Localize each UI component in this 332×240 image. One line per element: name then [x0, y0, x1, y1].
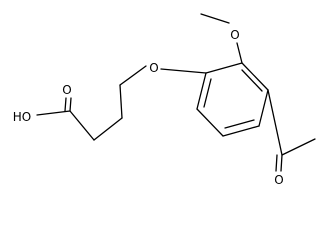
ether-chain-bond	[119, 65, 147, 86]
chain-bond	[93, 117, 123, 141]
ketone-oxygen-label: O	[274, 173, 283, 187]
chain-bond	[119, 84, 123, 119]
ring-bond	[196, 108, 224, 137]
ring-double-bond	[224, 119, 255, 129]
ether-oxygen-label: O	[149, 61, 158, 75]
chain-bond	[69, 110, 95, 141]
butanoic-acid-chain: O O HO	[13, 61, 207, 141]
chemical-structure: O O O HO O	[13, 13, 316, 187]
ring-bond	[241, 62, 269, 91]
ring-bond	[205, 62, 243, 74]
ring-double-bond	[241, 69, 263, 92]
ring-bond	[258, 89, 269, 127]
acetyl-group: O	[267, 89, 316, 187]
ring-bond	[222, 125, 260, 137]
acid-oxygen-label: O	[62, 83, 71, 97]
ether-ring-bond	[160, 68, 207, 74]
acid-hydroxyl-label: HO	[13, 110, 31, 124]
benzene-ring	[196, 62, 269, 137]
ketone-double-bond	[275, 154, 278, 172]
carbonyl-double-bond	[69, 97, 72, 112]
acid-hydroxyl-bond	[36, 110, 71, 116]
acetyl-methyl-bond	[281, 138, 316, 156]
ketone-double-bond	[280, 154, 283, 172]
ring-double-bond	[203, 78, 212, 108]
carbonyl-double-bond	[64, 97, 67, 112]
ring-bond	[196, 72, 207, 110]
methoxy-oxygen-label: O	[230, 28, 239, 42]
methoxy-methyl-bond	[200, 13, 230, 24]
acetyl-ring-bond	[267, 89, 283, 156]
methoxy-ring-bond	[236, 42, 243, 64]
methoxy-group: O	[200, 13, 243, 64]
